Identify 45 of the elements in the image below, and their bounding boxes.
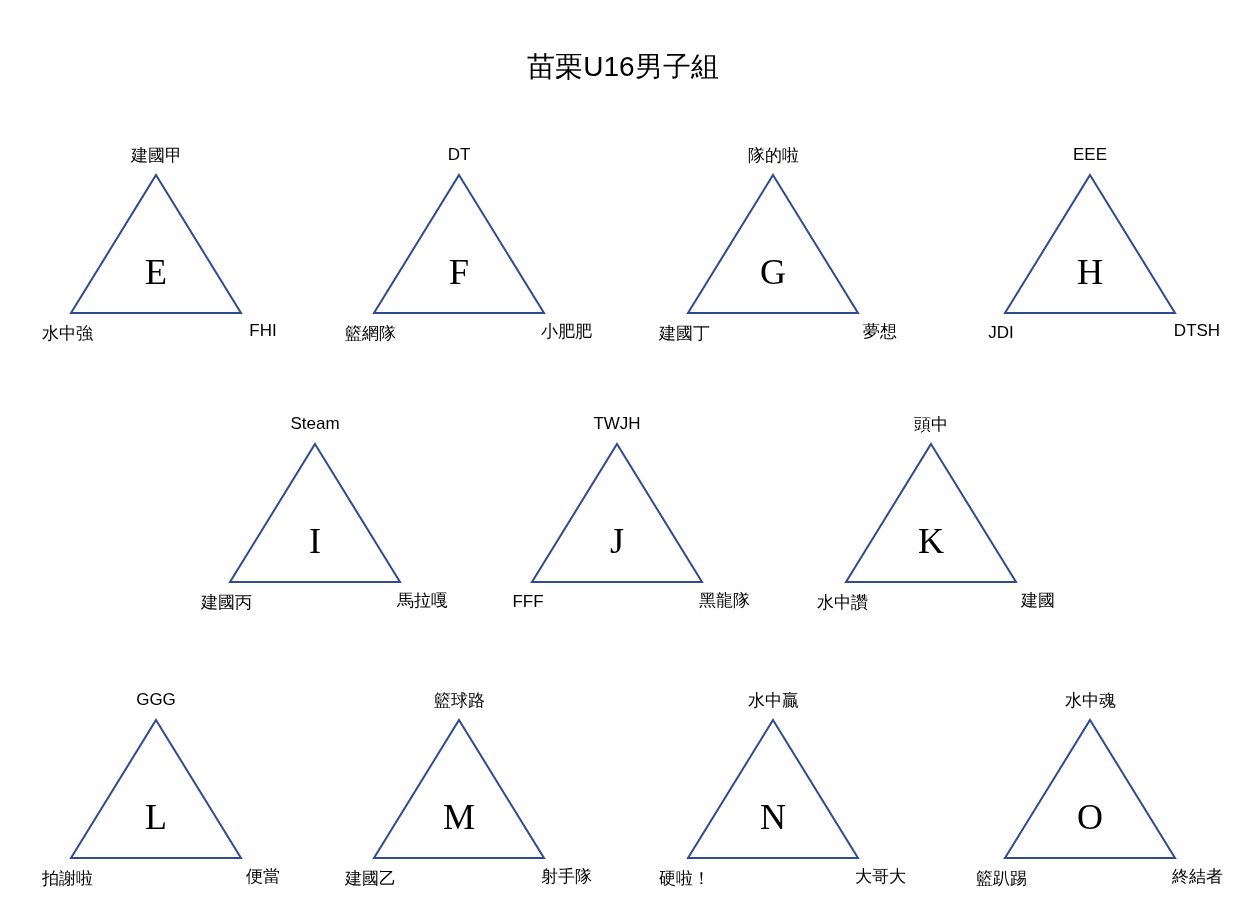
team-name: DT bbox=[447, 145, 471, 165]
team-name: DTSH bbox=[1173, 321, 1221, 341]
group-letter: K bbox=[918, 520, 944, 562]
group-letter: E bbox=[145, 251, 167, 293]
team-name: 建國 bbox=[1021, 589, 1055, 612]
team-name: FFF bbox=[512, 592, 544, 612]
team-name: 拍謝啦 bbox=[41, 867, 93, 890]
group-letter: O bbox=[1077, 796, 1103, 838]
team-name: 硬啦！ bbox=[658, 867, 710, 890]
team-name: 射手隊 bbox=[540, 865, 592, 888]
group-letter: H bbox=[1077, 251, 1103, 293]
team-name: 水中強 bbox=[41, 322, 93, 345]
team-name: 頭中 bbox=[914, 413, 948, 436]
team-name: 籃網隊 bbox=[344, 322, 396, 345]
team-name: JDI bbox=[988, 323, 1014, 343]
team-name: 建國乙 bbox=[344, 867, 396, 890]
title: 苗栗U16男子組 bbox=[526, 50, 720, 84]
team-name: 終結者 bbox=[1171, 865, 1223, 888]
team-name: EEE bbox=[1073, 145, 1107, 165]
team-name: GGG bbox=[136, 690, 176, 710]
team-name: 小肥肥 bbox=[540, 320, 592, 343]
team-name: 水中魂 bbox=[1064, 689, 1116, 712]
group-letter: N bbox=[760, 796, 786, 838]
team-name: 籃趴踢 bbox=[975, 867, 1027, 890]
team-name: 夢想 bbox=[863, 320, 897, 343]
team-name: TWJH bbox=[593, 414, 641, 434]
group-letter: M bbox=[443, 796, 475, 838]
team-name: FHI bbox=[249, 321, 277, 341]
group-letter: I bbox=[309, 520, 321, 562]
team-name: 建國丙 bbox=[200, 591, 252, 614]
team-name: 隊的啦 bbox=[747, 144, 799, 167]
team-name: 水中贏 bbox=[747, 689, 799, 712]
team-name: 大哥大 bbox=[854, 865, 906, 888]
team-name: 建國丁 bbox=[658, 322, 710, 345]
team-name: 建國甲 bbox=[130, 144, 182, 167]
team-name: Steam bbox=[290, 414, 340, 434]
team-name: 籃球路 bbox=[433, 689, 485, 712]
team-name: 黑龍隊 bbox=[698, 589, 750, 612]
group-letter: G bbox=[760, 251, 786, 293]
team-name: 馬拉嘎 bbox=[396, 589, 448, 612]
group-letter: F bbox=[449, 251, 469, 293]
group-letter: J bbox=[610, 520, 624, 562]
team-name: 便當 bbox=[246, 865, 280, 888]
team-name: 水中讚 bbox=[816, 591, 868, 614]
group-letter: L bbox=[145, 796, 167, 838]
